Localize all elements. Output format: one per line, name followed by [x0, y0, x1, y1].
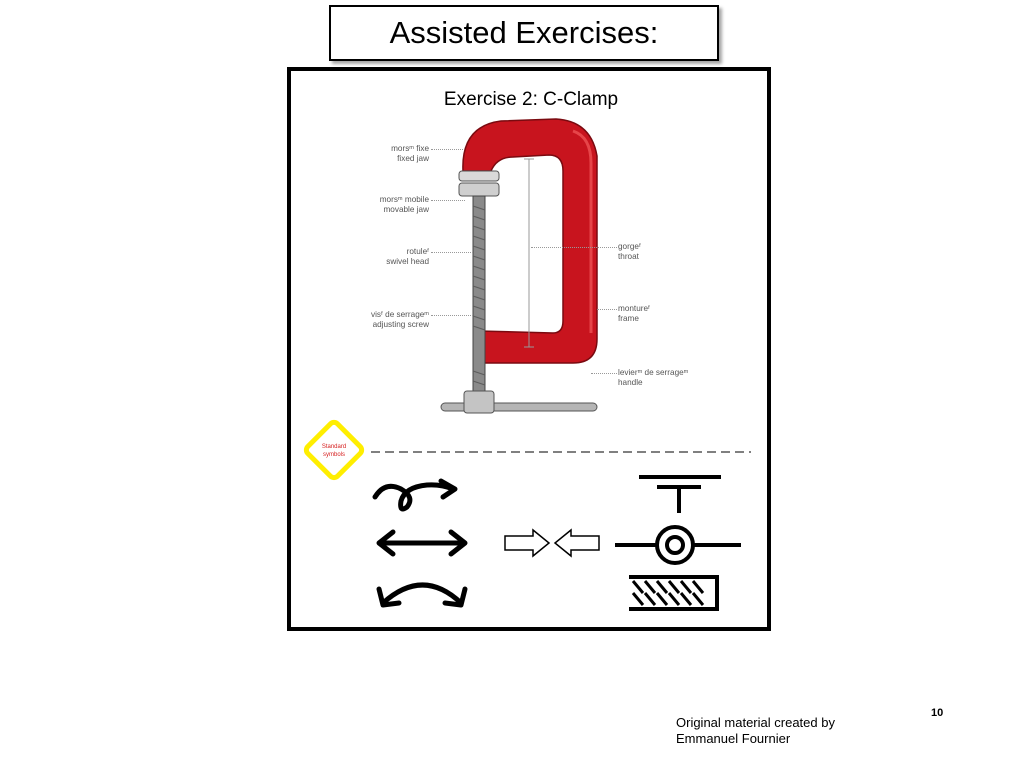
spring-contact-symbol-icon	[639, 475, 721, 513]
leader-handle	[591, 373, 617, 374]
credit-text: Original material created by Emmanuel Fo…	[676, 715, 835, 746]
curved-double-arrow-icon	[376, 582, 468, 608]
converging-arrows-icon	[504, 528, 600, 558]
fixed-jaw	[458, 170, 500, 182]
label-fixed-jaw: morsᵐ fixe fixed jaw	[391, 144, 429, 163]
slide-title: Assisted Exercises:	[329, 5, 719, 61]
standard-symbols-badge	[303, 419, 365, 481]
leader-fixed-jaw	[431, 149, 463, 150]
label-throat: gorgeᶠ throat	[618, 242, 641, 261]
badge-text: Standard symbols	[321, 444, 347, 458]
double-arrow-horizontal-icon	[376, 529, 468, 557]
label-swivel-head: rotuleᶠ swivel head	[386, 247, 429, 266]
leader-throat	[531, 247, 617, 248]
exercise-title: Exercise 2: C-Clamp	[443, 89, 619, 110]
page-number: 10	[931, 707, 944, 719]
curl-arrow-right-icon	[372, 478, 458, 512]
leader-movable-jaw	[431, 200, 465, 201]
c-clamp-illustration	[371, 118, 751, 453]
leader-adjusting-screw	[431, 315, 473, 316]
exercise-frame: Exercise 2: C-Clamp m	[287, 67, 771, 631]
leader-swivel-head	[431, 252, 473, 253]
leader-frame	[597, 309, 617, 310]
label-handle: levierᵐ de serrageᵐ handle	[618, 368, 689, 387]
movable-jaw	[458, 182, 500, 197]
slider-guide-symbol-icon	[629, 575, 719, 611]
label-frame: montureᶠ frame	[618, 304, 650, 323]
pivot-joint-symbol-icon	[615, 525, 741, 565]
label-movable-jaw: morsᵐ mobile movable jaw	[379, 195, 429, 214]
label-adjusting-screw: visᶠ de serrageᵐ adjusting screw	[371, 310, 429, 329]
